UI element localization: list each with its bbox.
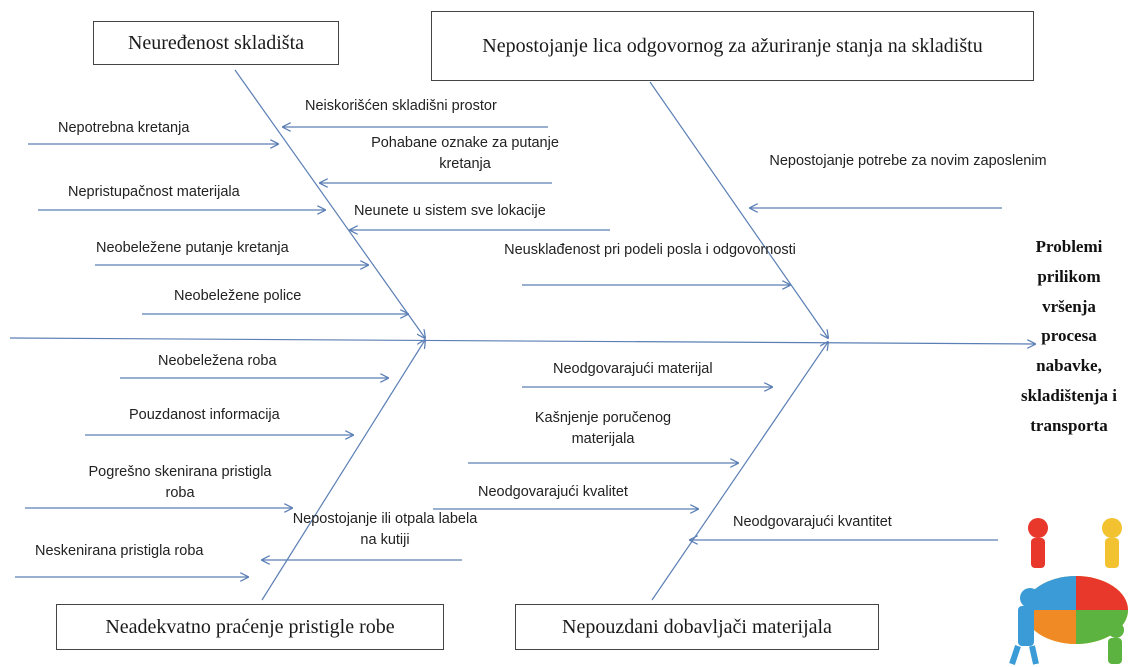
cause-pouzdanost-informacija: Pouzdanost informacija [129, 407, 280, 423]
cause-neskenirana: Neskenirana pristigla roba [35, 543, 204, 559]
effect-line: procesa [1041, 326, 1097, 346]
bone-bottom-right [651, 342, 828, 601]
category-box-nepouzdani-dobavljaci: Nepouzdani dobavljači materijala [515, 604, 879, 650]
cause-pogresno-skenirana: Pogrešno skenirana pristigla roba [88, 464, 272, 502]
cause-neiskoriscen-prostor: Neiskorišćen skladišni prostor [305, 98, 497, 114]
category-box-nepostojanje-lica: Nepostojanje lica odgovornog za ažuriran… [431, 11, 1034, 81]
cause-neobelezene-police: Neobeležene police [174, 288, 302, 304]
cause-neobelezene-putanje: Neobeležene putanje kretanja [96, 240, 289, 256]
cause-neobelezena-roba: Neobeležena roba [158, 353, 277, 369]
effect-line: prilikom [1037, 266, 1101, 286]
effect-line: Problemi [1035, 237, 1103, 256]
cause-neodgovarajuci-materijal: Neodgovarajući materijal [553, 361, 713, 377]
cause-nepostojanje-potrebe: Nepostojanje potrebe za novim zaposlenim [769, 153, 1047, 169]
cause-kasnjenje: Kašnjenje poručenog materijala [534, 410, 672, 448]
spine-arrow [9, 337, 1035, 344]
category-box-neuredjenost: Neuređenost skladišta [93, 21, 339, 65]
puzzle-logo-icon [1009, 518, 1128, 665]
effect-label: Problemi prilikom vršenja procesa nabavk… [1010, 232, 1128, 440]
cause-pohabane-oznake: Pohabane oznake za putanje kretanja [371, 135, 559, 173]
cause-neuskladjenost: Neusklađenost pri podeli posla i odgovor… [504, 242, 796, 258]
effect-line: nabavke, [1036, 356, 1102, 375]
effect-line: vršenja [1042, 296, 1096, 316]
category-box-neadekvatno-pracenje: Neadekvatno praćenje pristigle robe [56, 604, 444, 650]
bone-top-left [234, 69, 425, 338]
bone-top-right [649, 81, 828, 338]
cause-nepristupacnost: Nepristupačnost materijala [68, 184, 240, 200]
cause-nepotrebna-kretanja: Nepotrebna kretanja [58, 120, 190, 136]
cause-neodgovarajuci-kvalitet: Neodgovarajući kvalitet [478, 484, 628, 500]
bone-bottom-left [261, 340, 425, 601]
effect-line: transporta [1030, 415, 1108, 435]
cause-nepostojanje-labela: Nepostojanje ili otpala labela na kutiji [292, 511, 478, 549]
cause-neunete-lokacije: Neunete u sistem sve lokacije [354, 203, 546, 219]
effect-line: skladištenja i [1021, 385, 1117, 405]
cause-neodgovarajuci-kvantitet: Neodgovarajući kvantitet [733, 514, 892, 530]
